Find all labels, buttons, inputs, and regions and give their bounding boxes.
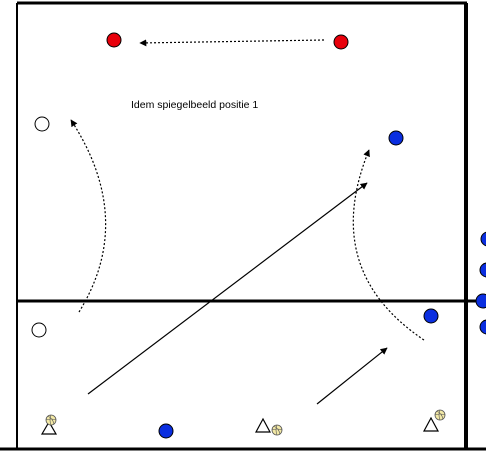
blue-player-offcourt [475,293,486,309]
long-solid-arrow [87,182,368,395]
players [31,32,486,439]
blue-player-offcourt [479,319,486,335]
dotted-pass-arrow-top [139,39,325,47]
cone-stations [40,409,446,436]
volleyball-icon [45,414,57,426]
white-player [31,322,47,338]
paths [70,39,425,405]
volleyball-icon [271,424,283,436]
blue-player [388,130,404,146]
cone-station-right [422,409,446,432]
dotted-curve-arrow-left [70,119,107,313]
cone-icon [254,417,272,433]
cone-icon [422,416,440,432]
dotted-curve-arrow-right [352,149,425,341]
blue-player-offcourt [479,262,486,278]
cone-station-left [40,414,58,435]
short-solid-arrow [316,347,388,405]
cone-icon [40,420,58,435]
cone-station-middle [254,417,283,436]
drill-annotation: Idem spiegelbeeld positie 1 [131,99,259,111]
volleyball-icon [434,409,446,421]
blue-player-offcourt [480,231,486,247]
blue-player [423,308,439,324]
red-player [333,34,349,50]
white-player [34,116,50,132]
blue-player [158,423,174,439]
red-player [106,32,122,48]
